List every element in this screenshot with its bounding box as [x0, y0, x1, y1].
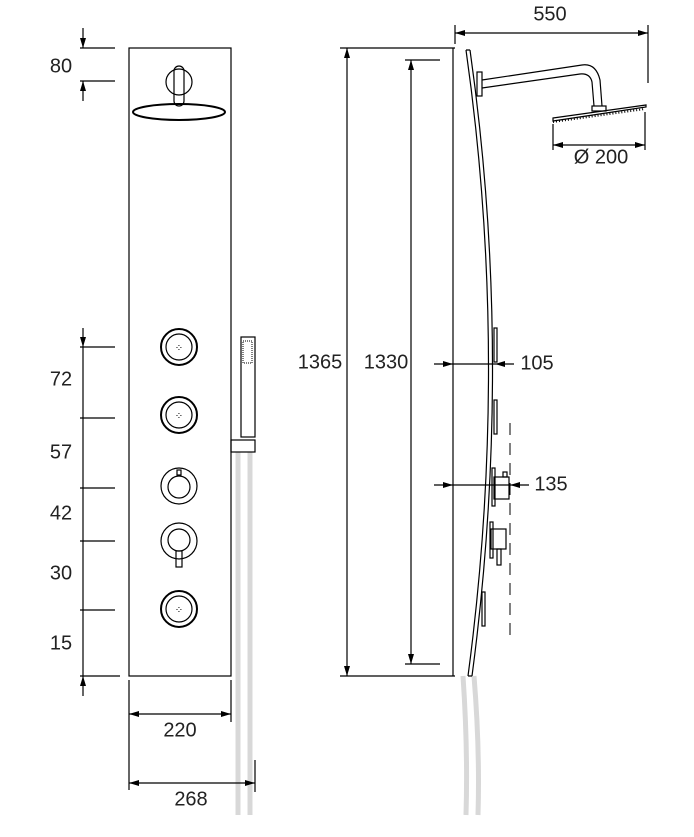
dim-label-1330: 1330: [364, 351, 409, 373]
diverter-knob: [160, 467, 198, 505]
dim-label-135: 135: [534, 473, 567, 495]
dim-head-diameter: Ø 200: [552, 112, 646, 168]
dim-top-offset: 80: [50, 28, 115, 101]
dim-label-220: 220: [163, 719, 196, 741]
panel-side: [465, 49, 494, 677]
dim-max-depth: 135: [434, 473, 568, 495]
dim-label-30: 30: [50, 562, 72, 584]
svg-text:⁘: ⁘: [175, 411, 183, 422]
dim-overall-width: 268: [129, 760, 256, 810]
body-jet-1: ⁘: [160, 328, 198, 366]
dim-label-72: 72: [50, 368, 72, 390]
body-jet-2: ⁘: [160, 396, 198, 434]
dim-label-550: 550: [533, 3, 566, 25]
dim-overall-height: 1365: [298, 48, 350, 676]
shower-arm: [476, 64, 647, 123]
dim-panel-width: 220: [128, 680, 232, 790]
side-view: 1365 1330 550 Ø 200 105 135: [298, 3, 649, 816]
hand-shower: [230, 336, 256, 815]
side-fittings: [481, 327, 511, 643]
svg-text:⁘: ⁘: [175, 343, 183, 354]
dim-label-105: 105: [520, 352, 553, 374]
mixer-lever: [160, 522, 198, 568]
dim-panel-depth: 105: [434, 352, 554, 374]
overhead-shower: [132, 65, 226, 121]
dim-label-57: 57: [50, 441, 72, 463]
front-view: ⁘ ⁘ ⁘ 80 72 57: [50, 28, 256, 815]
dim-label-268: 268: [174, 788, 207, 810]
dim-spacings: 72 57 42 30 15: [50, 328, 120, 696]
panel-front: [128, 47, 232, 677]
dim-label-80: 80: [50, 55, 72, 77]
dim-arm-projection: 550: [454, 3, 649, 83]
dim-label-1365: 1365: [298, 351, 343, 373]
svg-text:⁘: ⁘: [175, 605, 183, 616]
dim-panel-height: 1330: [364, 60, 414, 664]
dim-label-200: Ø 200: [574, 146, 628, 168]
dim-label-42: 42: [50, 502, 72, 524]
body-jet-3: ⁘: [160, 590, 198, 628]
dim-label-15: 15: [50, 632, 72, 654]
